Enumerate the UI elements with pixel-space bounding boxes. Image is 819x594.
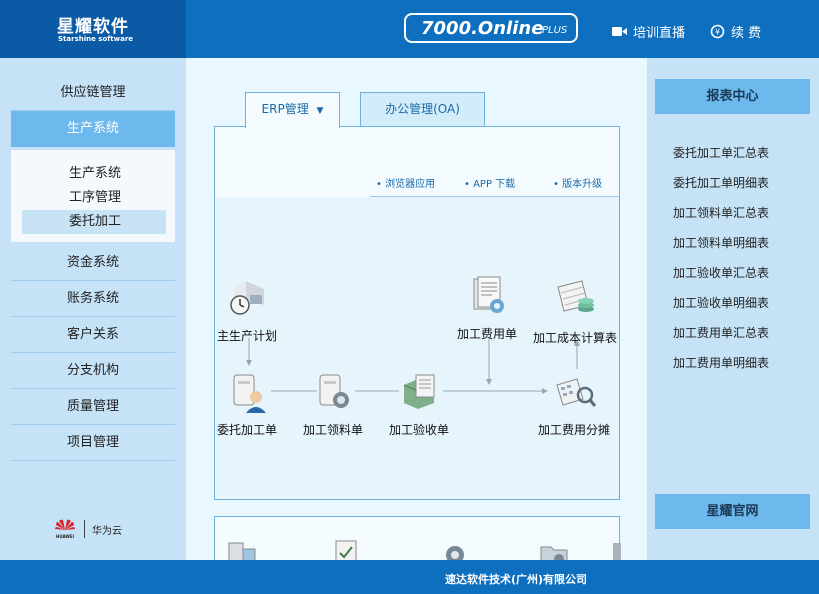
partner-divider (84, 520, 85, 538)
production-submenu: 生产系统 工序管理 委托加工 (11, 150, 175, 242)
main-content: ERP管理 ▼ 办公管理(OA) • 浏览器应用 • APP 下载 • 版本升级 (186, 58, 647, 560)
renew-coin-icon: ¥ (710, 24, 725, 39)
training-live-label: 培训直播 (633, 26, 686, 41)
quick-links-bar: • 浏览器应用 • APP 下载 • 版本升级 (370, 169, 619, 197)
outsource-order-icon (233, 374, 266, 413)
secondary-module-panel (214, 516, 621, 560)
flow-node-cost-allocation[interactable]: 加工费用分摊 (538, 369, 610, 438)
sidebar-item-funds[interactable]: 资金系统 (11, 245, 175, 281)
report-center-sidebar: 报表中心 委托加工单汇总表 委托加工单明细表 加工领料单汇总表 加工领料单明细表… (647, 58, 819, 560)
training-live-link[interactable]: 培训直播 (612, 22, 685, 41)
acceptance-icon (403, 374, 435, 409)
expense-doc-icon (473, 276, 504, 313)
official-website-button[interactable]: 星耀官网 (655, 494, 810, 529)
tab-erp-label: ERP管理 (261, 102, 309, 116)
renew-link[interactable]: ¥ 续 费 (710, 22, 761, 41)
module-building-icon[interactable] (225, 535, 259, 560)
logo-chinese-name: 星耀软件 (57, 17, 129, 37)
partner-label: 华为云 (92, 525, 122, 537)
module-gear-icon[interactable] (438, 535, 472, 560)
report-link-requisition-summary[interactable]: 加工领料单汇总表 (673, 206, 770, 220)
renew-label: 续 费 (731, 26, 762, 41)
huawei-cloud-partner[interactable]: HUAWEI 华为云 (53, 519, 122, 539)
flow-node-label: 委托加工单 (217, 423, 278, 437)
bottom-footer: 速达软件技术(广州)有限公司 (0, 560, 819, 594)
company-name: 速达软件技术(广州)有限公司 (445, 573, 588, 586)
huawei-logo: HUAWEI (53, 519, 77, 539)
flow-node-label: 加工验收单 (389, 423, 450, 437)
flow-node-outsource-order[interactable]: 委托加工单 (217, 369, 277, 438)
flow-node-label: 加工费用分摊 (538, 423, 611, 437)
badge-main-text: 7000.Online (421, 18, 544, 39)
module-checklist-icon[interactable] (330, 535, 364, 560)
app-download-link[interactable]: • APP 下载 (464, 179, 516, 190)
tab-office[interactable]: 办公管理(OA) (360, 92, 485, 127)
flow-node-cost-calculation[interactable]: 加工成本计算表 (533, 277, 617, 346)
sidebar-item-production[interactable]: 生产系统 (11, 111, 175, 147)
cost-calc-icon (557, 280, 594, 312)
flow-node-label: 加工成本计算表 (533, 331, 618, 345)
submenu-item-production-system[interactable]: 生产系统 (69, 166, 122, 181)
huawei-flower-icon (55, 519, 75, 530)
report-link-acceptance-summary[interactable]: 加工验收单汇总表 (673, 266, 770, 280)
huawei-logo-text: HUAWEI (55, 534, 75, 539)
process-flow-diagram: 主生产计划 加工费用单 (215, 197, 619, 499)
flow-node-production-plan[interactable]: 主生产计划 (217, 275, 277, 344)
production-plan-icon (230, 281, 264, 315)
flow-node-label: 加工费用单 (457, 327, 518, 341)
online-plus-badge: 7000.Online PLUS (404, 13, 578, 43)
material-requisition-icon (319, 374, 349, 408)
flow-connector-lines (246, 337, 580, 394)
cost-allocation-icon (556, 378, 597, 407)
sidebar-item-projects[interactable]: 项目管理 (11, 425, 175, 461)
tab-erp[interactable]: ERP管理 ▼ (245, 92, 340, 128)
submenu-item-outsourcing[interactable]: 委托加工 (22, 210, 166, 234)
svg-text:¥: ¥ (715, 28, 720, 37)
sidebar-item-branches[interactable]: 分支机构 (11, 353, 175, 389)
module-folder-icon[interactable] (537, 535, 571, 560)
top-header: 星耀软件 Starshine software 7000.Online PLUS… (0, 0, 819, 58)
sidebar-item-quality[interactable]: 质量管理 (11, 389, 175, 425)
report-link-outsource-detail[interactable]: 委托加工单明细表 (673, 176, 770, 190)
browser-app-link[interactable]: • 浏览器应用 (376, 179, 436, 190)
sidebar-item-crm[interactable]: 客户关系 (11, 317, 175, 353)
flow-node-label: 加工领料单 (303, 423, 364, 437)
left-sidebar: 供应链管理 生产系统 生产系统 工序管理 委托加工 资金系统 账务系统 客户关系… (0, 58, 186, 560)
version-upgrade-link[interactable]: • 版本升级 (553, 179, 603, 190)
report-center-title: 报表中心 (655, 79, 810, 114)
brand-logo[interactable]: 星耀软件 Starshine software (0, 0, 186, 58)
logo-english-name: Starshine software (58, 35, 134, 43)
report-link-expense-summary[interactable]: 加工费用单汇总表 (673, 326, 770, 340)
sidebar-item-accounting[interactable]: 账务系统 (11, 281, 175, 317)
video-camera-icon (612, 27, 627, 36)
report-link-requisition-detail[interactable]: 加工领料单明细表 (673, 236, 770, 250)
flow-node-acceptance[interactable]: 加工验收单 (389, 369, 449, 438)
erp-flow-panel: • 浏览器应用 • APP 下载 • 版本升级 (214, 126, 620, 500)
report-link-outsource-summary[interactable]: 委托加工单汇总表 (673, 146, 770, 160)
badge-plus-text: PLUS (542, 25, 568, 36)
module-more-icon[interactable] (609, 535, 643, 560)
report-link-expense-detail[interactable]: 加工费用单明细表 (673, 356, 770, 370)
submenu-item-process-management[interactable]: 工序管理 (69, 190, 122, 205)
sidebar-item-supply-chain[interactable]: 供应链管理 (11, 75, 175, 111)
flow-node-material-requisition[interactable]: 加工领料单 (303, 369, 363, 438)
report-link-acceptance-detail[interactable]: 加工验收单明细表 (673, 296, 770, 310)
flow-node-label: 主生产计划 (217, 329, 278, 343)
tab-dropdown-arrow-icon: ▼ (316, 106, 324, 116)
flow-node-expense-doc[interactable]: 加工费用单 (457, 273, 517, 342)
